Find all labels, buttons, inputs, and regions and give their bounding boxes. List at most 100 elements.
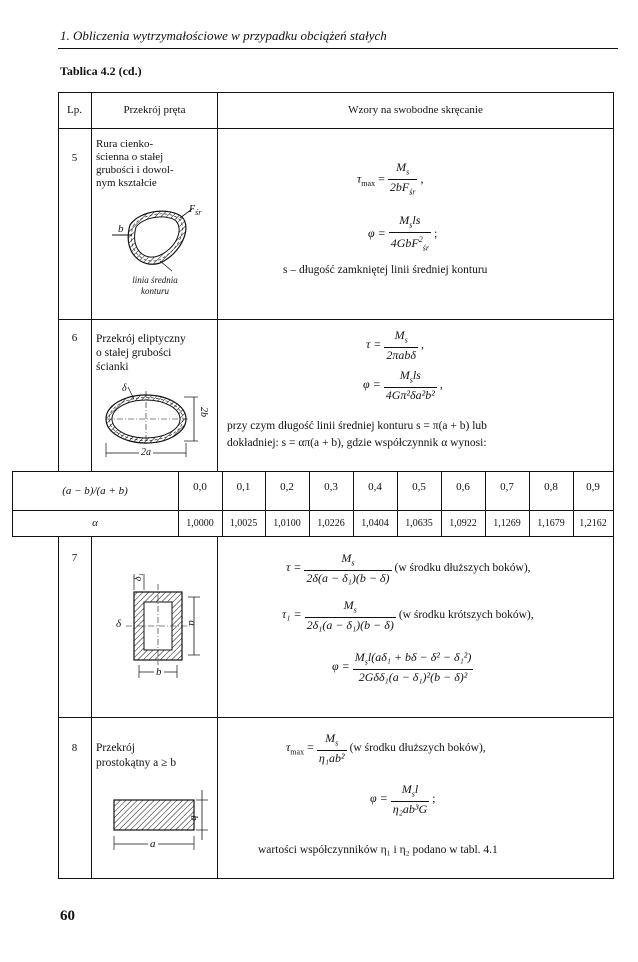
formula-fraction: Ms 2δ(a − δ₁)(b − δ) (304, 551, 392, 586)
table-rule (441, 471, 442, 537)
table-rule (58, 92, 59, 472)
formula-location-note: (w środku dłuższych boków), (394, 561, 531, 574)
alpha-cell: 1,0922 (449, 518, 477, 529)
formula-fraction: Ms η₁ab² (316, 731, 347, 765)
formula-numerator-text: M (399, 368, 410, 382)
description-line: ścianki (96, 361, 129, 373)
formula-numerator: Msls (383, 368, 437, 389)
ratio-cell: 0,6 (456, 481, 470, 493)
ratio-cell: 0,1 (236, 481, 251, 493)
rectangle-section-figure (113, 790, 208, 850)
description-line: prostokątny a ≥ b (96, 757, 177, 769)
alpha-cell: 1,0635 (405, 518, 433, 529)
row-number: 6 (71, 332, 78, 344)
formula-tail: ; (433, 226, 438, 241)
table-rule (353, 471, 354, 537)
ratio-cell: 0,4 (368, 481, 382, 493)
figure-label-2b: 2b (198, 407, 209, 417)
figure-label-fsr-text: F (189, 204, 196, 215)
description-line: ścienna o stałej (96, 151, 164, 163)
table-rule (58, 510, 614, 511)
alpha-cell: 1,0100 (273, 518, 301, 529)
table-rule (529, 471, 530, 537)
formula-numerator-text: M (399, 213, 410, 227)
row-description: Przekrój prostokątny a ≥ b (96, 741, 214, 771)
formula-lhs-subscript: max (290, 747, 305, 757)
formula-fraction: Msl η₂ab³G (390, 782, 430, 817)
formula-note: dokładniej: s = απ(a + b), gdzie współcz… (227, 437, 487, 449)
table-caption: Tablica 4.2 (cd.) (60, 64, 142, 78)
alpha-cell: 1,0404 (361, 518, 389, 529)
formula-lhs: φ = (363, 376, 381, 391)
formula-denominator-text: 2bF (389, 180, 410, 195)
table-rule (178, 471, 179, 537)
formula-numerator: Ms (387, 160, 418, 181)
formula-numerator: Msl (390, 782, 430, 803)
formula-tau: τ = Ms 2πabδ , (366, 328, 424, 362)
formula-fraction: Ms 2δ₁(a − δ₁)(b − δ) (304, 598, 396, 632)
formula-numerator-text: M (394, 328, 405, 342)
table-rule (485, 471, 486, 537)
formula-location-note: (w środku dłuższych boków), (349, 741, 486, 754)
table-rule (58, 471, 614, 472)
formula-denominator-subscript: śr (422, 243, 429, 253)
formula-lhs: τ = (366, 336, 382, 351)
formula-note: przy czym długość linii średniej konturu… (227, 420, 487, 432)
table-rule (12, 536, 59, 537)
formula-denominator: η₂ab³G (392, 802, 428, 817)
formula-tau1: τ₁ = Ms 2δ₁(a − δ₁)(b − δ) (w środku kró… (282, 598, 534, 632)
figure-caption-line: konturu (141, 286, 169, 296)
alpha-cell: 1,1679 (537, 518, 565, 529)
formula-numerator: Ms (304, 551, 392, 572)
table-rule (91, 92, 92, 472)
ratio-cell: 0,5 (412, 481, 426, 493)
table-rule (58, 128, 614, 129)
thin-tube-cross-section-figure (112, 208, 193, 272)
formula-lhs: τ = (286, 559, 302, 574)
formula-denominator-superscript: 2 (418, 235, 423, 245)
formula-numerator: Msl(aδ₁ + bδ − δ² − δ₁²) (352, 650, 474, 671)
table-rule (12, 471, 59, 472)
page-number: 60 (60, 908, 75, 924)
formula-denominator: 2Gδδ₁(a − δ₁)²(b − δ)² (358, 670, 468, 685)
formula-numerator-text: M (401, 782, 412, 796)
formula-numerator: Ms (304, 598, 396, 619)
figure-label-delta: δ (116, 618, 122, 630)
formula-tau-max: τmax = Ms η₁ab² (w środku dłuższych bokó… (286, 731, 486, 765)
formula-numerator-text: M (341, 551, 352, 565)
table-rule (222, 471, 223, 537)
formula-numerator-text: M (343, 598, 354, 612)
table-rule (58, 92, 614, 93)
formula-numerator: Msls (388, 213, 431, 234)
formula-equals: = (307, 739, 314, 754)
formula-lhs: τ₁ = (282, 606, 302, 621)
table-rule (613, 92, 614, 878)
running-header: 1. Obliczenia wytrzymałościowe w przypad… (60, 28, 387, 43)
formula-note: s – długość zamkniętej linii średniej ko… (283, 264, 488, 276)
formula-numerator: Ms (316, 731, 347, 752)
alpha-table-ratio-label: (a − b)/(a + b) (62, 485, 128, 497)
figure-caption: linia średnia konturu (100, 275, 210, 297)
figure-label-a: a (148, 837, 158, 851)
formula-numerator-subscript: s (406, 167, 410, 177)
formula-fraction: Msls 4GbF2śr (388, 213, 431, 256)
formula-denominator: 2δ(a − δ₁)(b − δ) (306, 571, 390, 586)
table-rule (12, 471, 13, 537)
formula-equals: = (378, 171, 385, 186)
table-rule (573, 471, 574, 537)
figure-label-delta: δ (122, 383, 127, 394)
formula-phi: φ = Msls 4Gπ²δa²b² , (363, 368, 443, 402)
hollow-rectangle-section-figure (126, 574, 200, 678)
alpha-cell: 1,0000 (186, 518, 214, 529)
formula-numerator: Ms (384, 328, 418, 349)
formula-numerator-text: M (325, 731, 336, 745)
formula-tail: , (421, 336, 424, 351)
column-header-lp: Lp. (67, 104, 82, 116)
table-rule (265, 471, 266, 537)
formula-numerator-tail: l (414, 782, 419, 796)
formula-denominator-text: 4GbF (390, 236, 419, 251)
formula-phi: φ = Msl(aδ₁ + bδ − δ² − δ₁²) 2Gδδ₁(a − δ… (332, 650, 474, 685)
alpha-cell: 1,0226 (317, 518, 345, 529)
description-line: grubości i dowol- (96, 164, 174, 176)
table-rule (58, 536, 614, 537)
